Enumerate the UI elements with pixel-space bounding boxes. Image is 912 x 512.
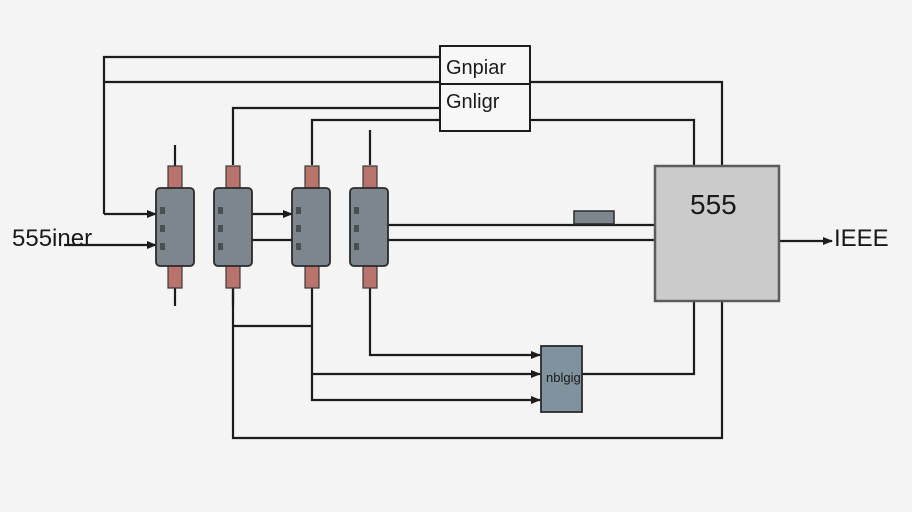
wire-comp3-to-smallbox-b [310,374,541,404]
wire-smallbox-to-chip [582,302,696,376]
component-4 [349,165,389,289]
bus-resistor [573,210,615,225]
small-box-label: nblgig [546,370,581,385]
small-box: nblgig [540,345,583,413]
output-label: IEEE [834,225,889,252]
wire-bottom-loop [231,265,724,440]
wires [64,55,833,440]
input-label: 555iner [12,225,92,252]
main-chip-label: 555 [690,189,737,220]
wire-comp4-to-smallbox [368,265,541,359]
top-box-label-2: Gnligr [446,91,500,113]
component-3 [291,165,331,289]
wire-comp3-to-smallbox-a [310,265,541,378]
top-box: Gnpiar Gnligr [439,45,531,132]
wire-comp2-top [231,106,440,165]
top-box-label-1: Gnpiar [446,57,506,79]
main-chip: 555 [653,164,781,303]
wire-top-left [102,55,440,214]
component-1 [155,165,195,289]
component-2 [213,165,253,289]
wire-left-to-right [104,80,724,165]
